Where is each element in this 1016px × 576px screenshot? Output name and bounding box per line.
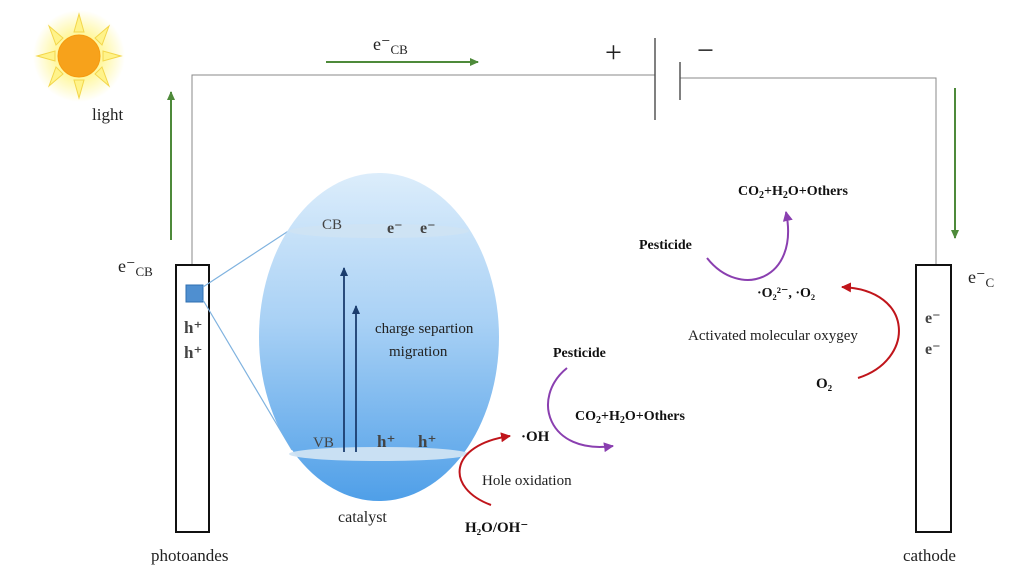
oxygen-activation-arrow <box>841 282 900 379</box>
right-pesticide-label: Pesticide <box>639 238 692 253</box>
sun-icon <box>33 10 125 102</box>
mid-products-label: CO2+H2O+Others <box>575 409 686 426</box>
cathode-electron-2: e⁻ <box>925 341 941 358</box>
cb-label: CB <box>322 217 342 233</box>
top-products-label: CO2+H2O+Others <box>738 184 849 201</box>
activated-oxygen-label: Activated molecular oxygey <box>688 328 858 344</box>
cathode-electrode <box>915 264 952 533</box>
catalyst-label: catalyst <box>338 509 387 526</box>
vb-hole-1: h⁺ <box>377 432 395 451</box>
valence-band <box>289 447 469 461</box>
catalyst-particle <box>185 284 204 303</box>
cathode-label: cathode <box>903 546 956 565</box>
light-label: light <box>92 105 123 124</box>
cb-electron-1: e⁻ <box>387 220 403 237</box>
cathode-electron-1: e⁻ <box>925 310 941 327</box>
h2o-oh-label: H₂O/OH⁻ <box>465 520 528 536</box>
plus-sign: + <box>605 36 622 69</box>
superoxide-radicals-label: ·O₂²⁻, ·O₂ <box>757 286 815 301</box>
right-electron-label: e⁻C <box>968 267 994 290</box>
battery-symbol <box>654 38 681 120</box>
hole-oxidation-label: Hole oxidation <box>482 473 572 489</box>
mid-pesticide-label: Pesticide <box>553 346 606 361</box>
conduction-band <box>289 224 469 238</box>
zoom-lines <box>202 227 294 451</box>
anode-hole-1: h⁺ <box>184 318 202 337</box>
right-degradation-arrow <box>706 211 793 281</box>
circuit-wire <box>191 74 937 265</box>
hole-oxidation-arrow <box>458 432 511 506</box>
photoanode-electrode <box>175 264 210 533</box>
hydroxyl-radical-label: ·OH <box>521 429 550 445</box>
vb-hole-2: h⁺ <box>418 432 436 451</box>
catalyst-ellipse <box>259 173 499 501</box>
photoanode-label: photoandes <box>151 546 228 565</box>
top-electron-label: e⁻CB <box>373 34 408 57</box>
vb-label: VB <box>313 435 334 451</box>
left-electron-label: e⁻CB <box>118 256 153 279</box>
charge-separation-label: charge separtion <box>375 321 474 337</box>
mid-degradation-arrow <box>547 367 614 453</box>
minus-sign: − <box>697 34 714 67</box>
migration-label: migration <box>389 344 448 360</box>
anode-hole-2: h⁺ <box>184 343 202 362</box>
oxygen-label: O₂ <box>816 376 833 392</box>
cb-electron-2: e⁻ <box>420 220 436 237</box>
